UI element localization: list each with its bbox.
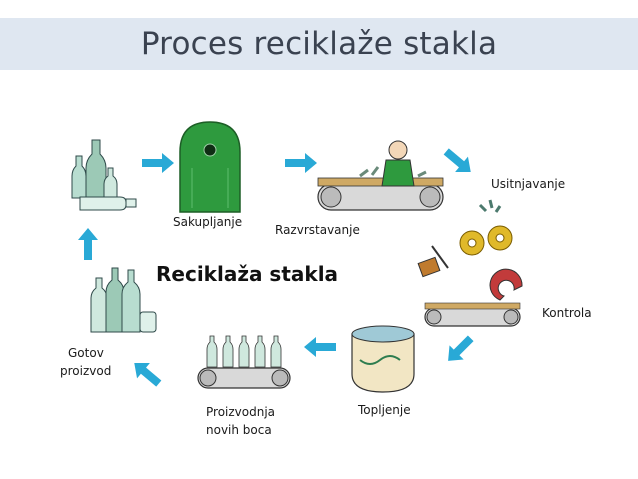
- arrow-sorting-to-crushing-icon: [443, 148, 471, 172]
- center-title: Reciklaža stakla: [156, 262, 339, 286]
- label-finished-line1: Gotov: [68, 346, 104, 360]
- melting-furnace-icon: [351, 325, 415, 393]
- inspection-conveyor-icon: [424, 302, 521, 327]
- arrow-melting-to-production-icon: [304, 337, 336, 357]
- label-finished-line2: proizvod: [60, 364, 112, 378]
- crushing-gears-icon: [459, 199, 513, 256]
- magnet-icon: [417, 245, 523, 301]
- label-sorting: Razvrstavanje: [275, 223, 360, 237]
- label-crushing: Usitnjavanje: [491, 177, 566, 191]
- arrow-collect-to-bin-icon: [142, 153, 174, 173]
- slide-title: Proces reciklaže stakla: [140, 26, 498, 62]
- sorting-conveyor-icon: [317, 140, 444, 211]
- label-production-line1: Proizvodnja: [206, 405, 276, 419]
- production-conveyor-icon: [197, 335, 291, 389]
- label-production-line2: novih boca: [206, 423, 272, 437]
- finished-bottles-icon: [90, 267, 157, 333]
- label-inspection: Kontrola: [542, 306, 592, 320]
- collected-bottles-icon: [71, 139, 137, 211]
- collection-bin-icon: [179, 121, 241, 213]
- label-melting: Topljenje: [358, 403, 411, 417]
- title-bar: [0, 18, 638, 70]
- arrow-inspection-to-melting-icon: [448, 335, 474, 361]
- arrow-production-to-finished-icon: [134, 363, 162, 387]
- label-collection: Sakupljanje: [173, 215, 243, 229]
- arrow-bin-to-sorting-icon: [285, 153, 317, 173]
- arrow-finished-to-collect-icon: [78, 228, 98, 260]
